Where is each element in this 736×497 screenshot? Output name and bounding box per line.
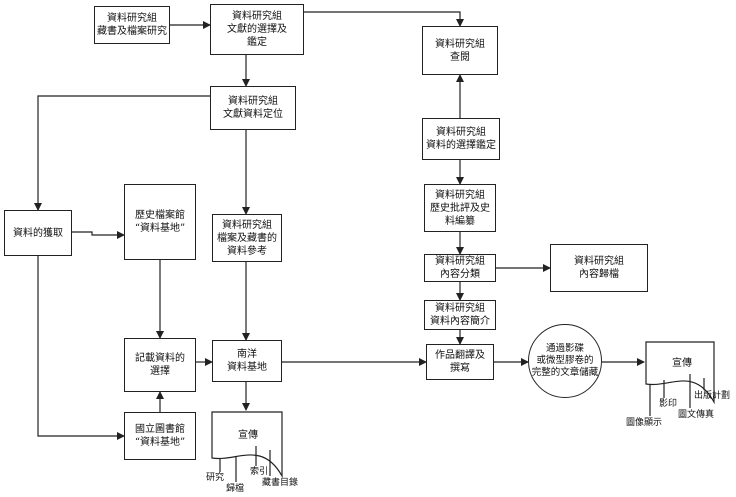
doc-right-label-print: 影印	[659, 399, 678, 409]
node-positioning: 資料研究組 文獻資料定位	[210, 86, 296, 130]
node-nanyang-base: 南洋 資料基地	[212, 340, 282, 382]
node-selection-evaluation2: 資料研究組 資料的選擇鑑定	[422, 118, 500, 160]
node-critique-compile: 資料研究組 歷史批評及史 料編纂	[424, 184, 496, 232]
node-content-classify: 資料研究組 內容分類	[424, 254, 496, 282]
doc-left-label-index: 索引	[250, 467, 269, 477]
node-inspection: 資料研究組 查閱	[422, 26, 498, 75]
node-content-archive: 資料研究組 內容歸檔	[550, 244, 648, 292]
doc-left-label-catalog: 藏書目錄	[262, 478, 299, 488]
node-national-library: 國立圖書館 “資料基地”	[124, 412, 196, 460]
edge-selection-to-inspection	[304, 11, 464, 27]
doc-left-label-archive: 歸檔	[226, 484, 245, 494]
doc-right-label-fax: 圖文傳真	[678, 410, 715, 420]
node-complete-storage: 通過影碟 或微型膠卷的 完整的文章儲藏	[528, 324, 602, 398]
node-selection-evaluation: 資料研究組 文獻的選擇及 鑑定	[210, 4, 304, 55]
connector-lines	[34, 11, 715, 482]
node-content-summary: 資料研究組 資料內容簡介	[424, 300, 496, 330]
edge-positioning-to-acquisition	[34, 95, 210, 211]
node-compile-write: 作品翻譯及 撰寫	[426, 344, 494, 380]
node-collection-research: 資料研究組 藏書及檔案研究	[94, 6, 170, 44]
edge-acquisition-to-library	[37, 256, 125, 440]
doc-left-label-research: 研究	[206, 473, 225, 483]
edge-acquisition-to-archives	[72, 231, 125, 239]
doc-left-title: 宣傳	[238, 430, 258, 441]
doc-left-shape	[211, 411, 283, 479]
doc-right-title: 宣傳	[672, 358, 692, 369]
node-reference: 資料研究組 檔案及藏書的 資料參考	[212, 214, 282, 262]
node-acquisition: 資料的獲取	[4, 210, 72, 256]
node-record-selection: 記載資料的 選擇	[124, 338, 196, 392]
doc-right-label-publish: 出版計劃	[694, 391, 731, 401]
node-archives-base: 歷史檔案館 “資料基地”	[124, 184, 196, 260]
doc-right-label-image: 圖像顯示	[626, 418, 663, 428]
